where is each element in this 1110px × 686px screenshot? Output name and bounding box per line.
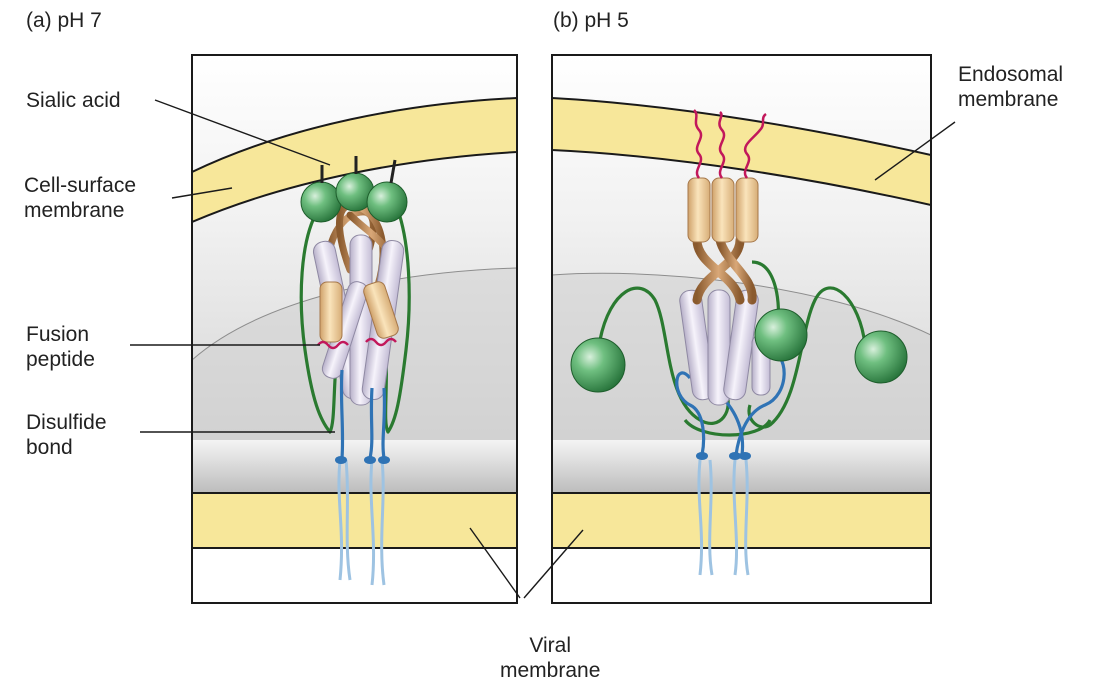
- viral-membrane-b: [552, 493, 931, 548]
- disulfide-bond-label: Disulfide bond: [26, 410, 107, 460]
- panel-b: [552, 55, 931, 603]
- ha2-helices-b: [678, 289, 770, 405]
- cell-surface-membrane-label: Cell-surface membrane: [24, 173, 136, 223]
- sialic-acid-label: Sialic acid: [26, 88, 121, 113]
- viral-membrane-a: [192, 493, 517, 548]
- fusion-peptide-label: Fusion peptide: [26, 322, 95, 372]
- panel-a-label: (a) pH 7: [26, 8, 102, 33]
- ha1-cylinders-b: [688, 178, 758, 242]
- endosomal-membrane-label: Endosomal membrane: [958, 62, 1063, 112]
- viral-membrane-label: Viral membrane: [500, 633, 600, 683]
- panel-b-label: (b) pH 5: [553, 8, 629, 33]
- panel-a: [192, 55, 517, 603]
